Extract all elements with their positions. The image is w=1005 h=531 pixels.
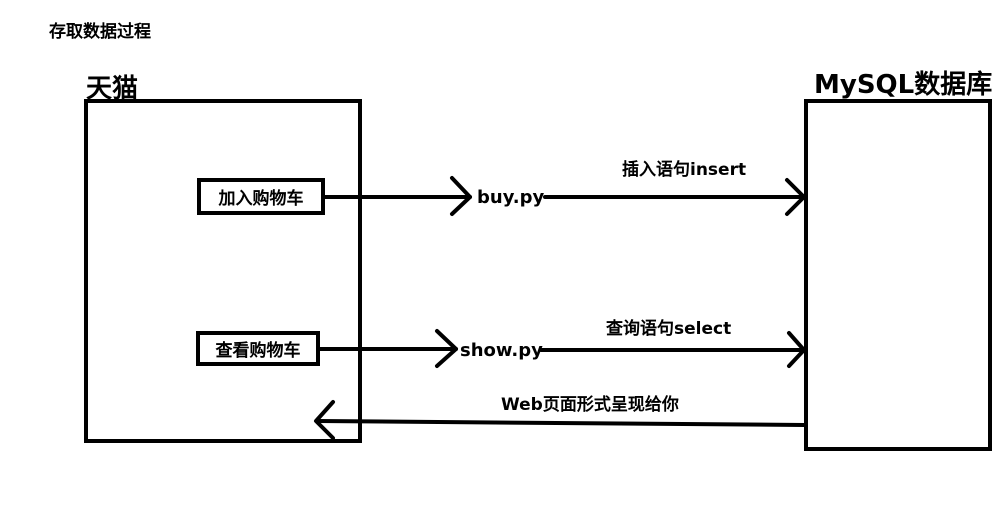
select-edge-label: 查询语句select bbox=[606, 319, 732, 339]
insert-edge-label: 插入语句insert bbox=[622, 160, 747, 180]
buy-script-label: buy.py bbox=[477, 187, 545, 208]
arrow-buy-to-db bbox=[543, 178, 806, 216]
tmall-box bbox=[84, 99, 362, 443]
add-to-cart-button[interactable]: 加入购物车 bbox=[197, 178, 325, 215]
tmall-label: 天猫 bbox=[86, 74, 139, 104]
view-cart-button[interactable]: 查看购物车 bbox=[196, 331, 320, 366]
database-label: MySQL数据库 bbox=[814, 70, 993, 100]
arrow-db-to-tmall bbox=[314, 400, 806, 440]
arrow-show-to-db bbox=[539, 331, 806, 368]
arrow-view-to-show bbox=[318, 329, 458, 368]
arrow-add-to-buy bbox=[321, 176, 472, 216]
view-cart-label: 查看购物车 bbox=[215, 341, 301, 361]
add-to-cart-label: 加入购物车 bbox=[218, 189, 304, 209]
page-title: 存取数据过程 bbox=[49, 22, 151, 42]
database-box bbox=[804, 99, 992, 451]
show-script-label: show.py bbox=[460, 340, 543, 361]
web-return-edge-label: Web页面形式呈现给你 bbox=[501, 395, 679, 415]
